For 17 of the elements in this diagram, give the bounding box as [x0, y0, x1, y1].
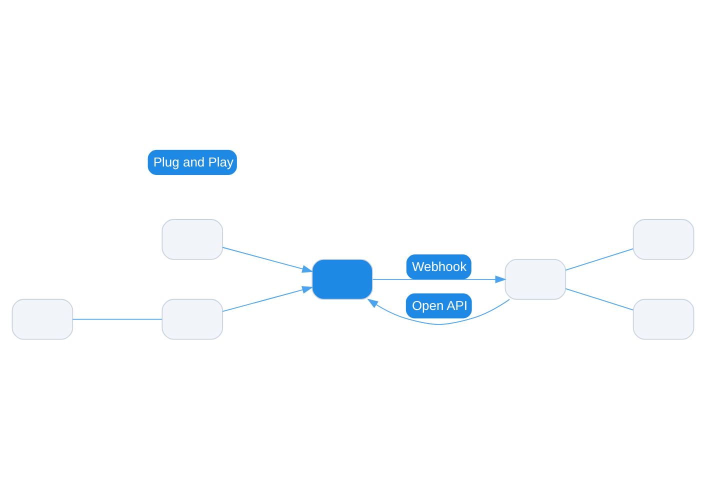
node-box	[12, 298, 74, 340]
arrow	[222, 246, 314, 272]
label: Plug and Play	[153, 154, 234, 169]
connector	[565, 288, 634, 310]
node-box	[162, 298, 224, 340]
node-box	[504, 258, 566, 300]
arrow	[222, 286, 314, 312]
node-box	[312, 258, 373, 300]
edge-label: Open API	[412, 297, 468, 312]
connector	[565, 248, 634, 270]
arrow	[372, 275, 506, 283]
connector	[72, 318, 162, 320]
node-box	[632, 218, 694, 260]
edge-label: Webhook	[412, 258, 467, 274]
arrow	[367, 298, 510, 324]
node-box	[162, 218, 224, 260]
node-box	[632, 298, 694, 340]
